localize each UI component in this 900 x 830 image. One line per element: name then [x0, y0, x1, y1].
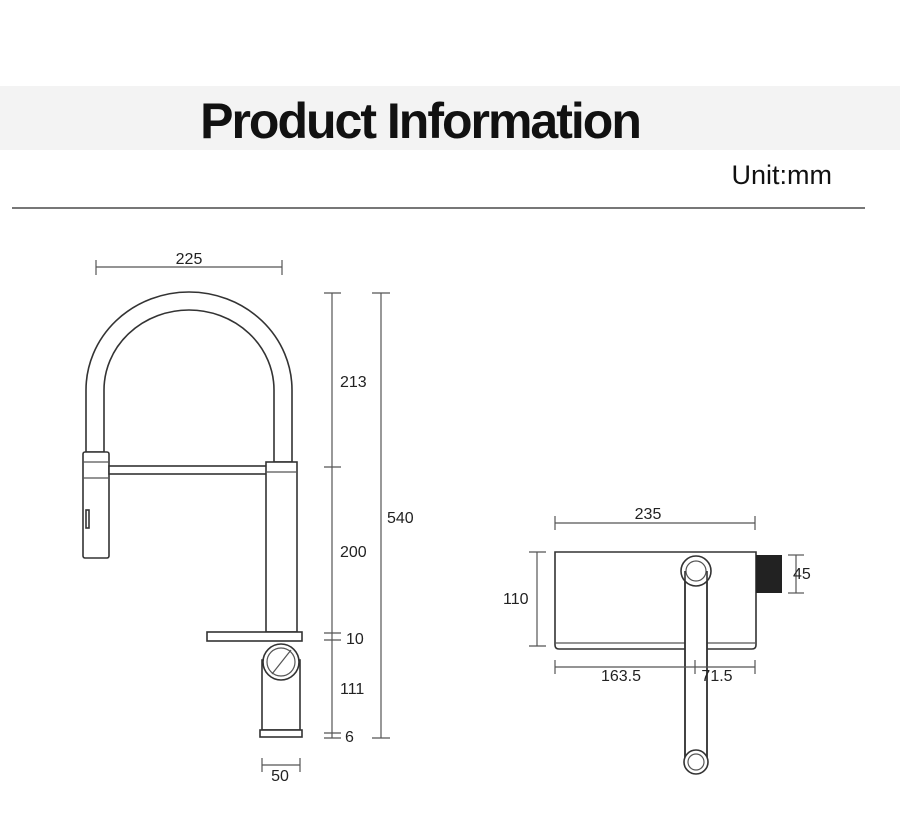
header-band — [0, 86, 900, 150]
dim-213: 213 — [340, 374, 367, 391]
dim-163-5: 163.5 — [601, 668, 641, 685]
dim-540: 540 — [387, 510, 414, 527]
spout-bar — [108, 465, 268, 475]
dim-110: 110 — [503, 591, 529, 608]
side-view-faucet — [82, 291, 303, 738]
knurled-knob — [756, 555, 782, 593]
dim-71-5: 71.5 — [701, 668, 732, 685]
page-title: Product Information — [200, 93, 642, 149]
dim-6: 6 — [345, 729, 354, 746]
dim-200: 200 — [340, 544, 367, 561]
dim-45: 45 — [793, 566, 811, 583]
body-plate-top — [554, 551, 757, 650]
dim-235: 235 — [635, 506, 662, 523]
spray-head — [82, 451, 110, 559]
side-dimensions: 225 213 200 10 111 6 540 50 — [95, 251, 414, 785]
dim-50: 50 — [271, 768, 289, 785]
header-divider — [12, 207, 865, 209]
handle-top-ring — [680, 555, 712, 587]
top-dimensions: 235 110 45 163.5 71.5 — [503, 506, 811, 685]
dim-111: 111 — [340, 681, 364, 698]
unit-label: Unit:mm — [731, 160, 833, 190]
dim-225: 225 — [176, 251, 203, 268]
body-column — [265, 461, 298, 633]
spray-button — [85, 509, 90, 529]
deck-plate — [206, 631, 303, 642]
dim-10: 10 — [346, 631, 364, 648]
base — [259, 729, 303, 738]
top-view-faucet — [554, 551, 782, 775]
faucet-arch — [85, 291, 293, 463]
